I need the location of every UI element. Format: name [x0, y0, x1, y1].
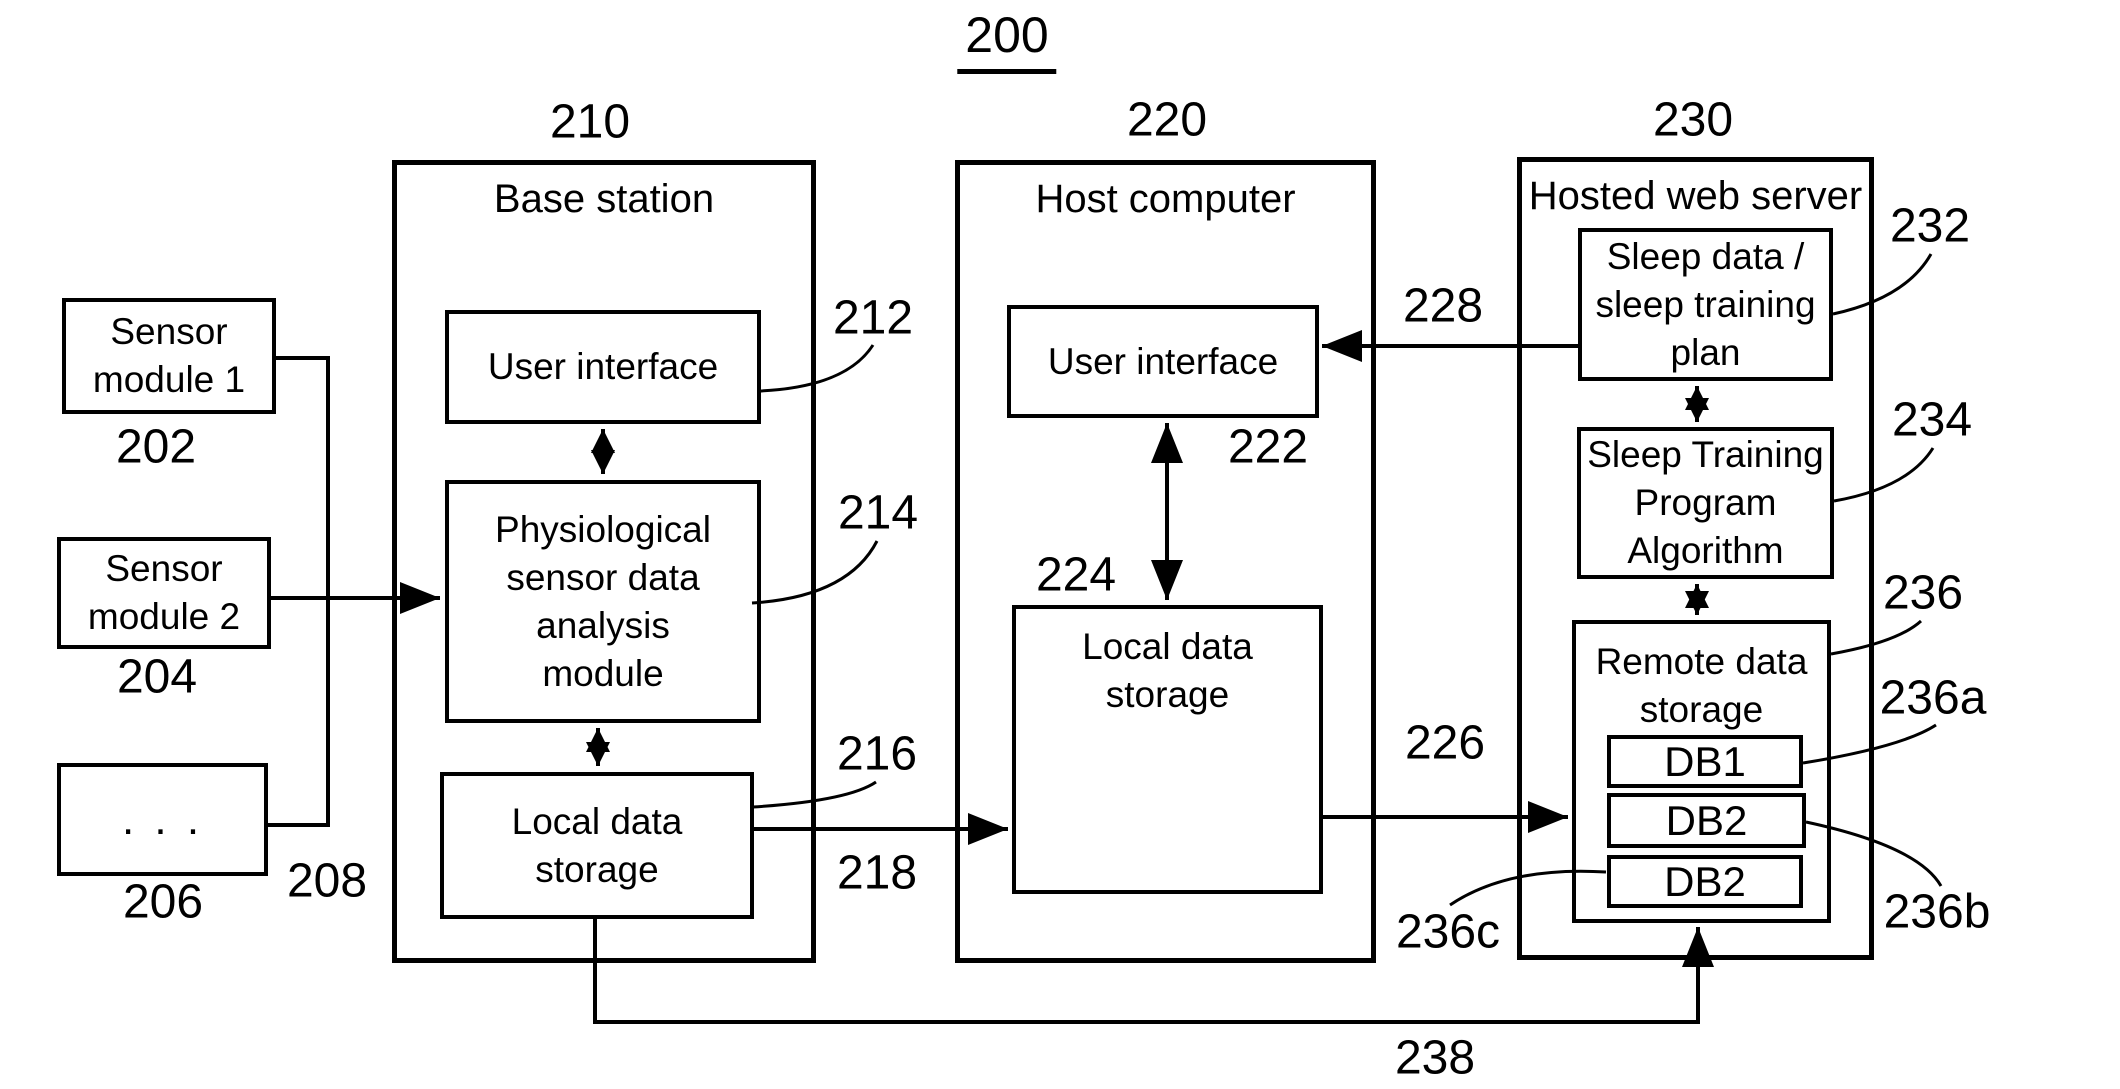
node-host-user-interface: User interface: [1007, 305, 1319, 418]
ref-label-206: 206: [122, 875, 204, 929]
node-sleep-training-program-algorithm: Sleep Training Program Algorithm: [1577, 427, 1834, 579]
node-sensor-module-1: Sensor module 1: [62, 298, 276, 414]
ref-label-212: 212: [832, 291, 914, 345]
ref-label-220: 220: [1126, 93, 1208, 147]
ref-label-216: 216: [836, 727, 918, 781]
node-db1: DB1: [1607, 735, 1803, 788]
ref-label-236c: 236c: [1395, 905, 1501, 959]
ref-label-202: 202: [115, 420, 197, 474]
node-base-local-data-storage: Local data storage: [440, 772, 754, 919]
ref-label-218: 218: [836, 846, 918, 900]
ref-label-238: 238: [1394, 1031, 1476, 1085]
ref-label-222: 222: [1227, 420, 1309, 474]
ref-label-236b: 236b: [1883, 885, 1991, 939]
ref-label-226: 226: [1404, 716, 1486, 770]
group-title-host-computer: Host computer: [1035, 177, 1296, 221]
figure-number: 200: [957, 6, 1057, 74]
node-sleep-data-sleep-training-plan: Sleep data / sleep training plan: [1578, 228, 1833, 381]
node-db2-second: DB2: [1607, 855, 1803, 908]
node-host-local-data-storage: Local data storage: [1012, 605, 1323, 894]
ref-label-230: 230: [1652, 93, 1734, 147]
ref-label-204: 204: [116, 650, 198, 704]
ref-label-236: 236: [1882, 566, 1964, 620]
group-title-hosted-web-server: Hosted web server: [1528, 174, 1863, 218]
node-base-user-interface: User interface: [445, 310, 761, 424]
group-title-base-station: Base station: [493, 177, 715, 221]
ref-label-224: 224: [1035, 548, 1117, 602]
ref-label-208: 208: [286, 854, 368, 908]
ref-label-234: 234: [1891, 393, 1973, 447]
node-sensor-module-2: Sensor module 2: [57, 537, 271, 649]
ref-label-232: 232: [1889, 199, 1971, 253]
node-physiological-sensor-data-analysis-module: Physiological sensor data analysis modul…: [445, 480, 761, 723]
ref-label-210: 210: [549, 95, 631, 149]
ref-label-236a: 236a: [1879, 671, 1987, 725]
ref-label-228: 228: [1402, 279, 1484, 333]
node-db2: DB2: [1607, 793, 1806, 848]
ref-label-214: 214: [837, 486, 919, 540]
group-hosted-web-server: Hosted web server: [1517, 157, 1874, 960]
node-sensor-module-ellipsis: . . .: [57, 763, 268, 876]
sensor-bus-line: [266, 356, 330, 827]
